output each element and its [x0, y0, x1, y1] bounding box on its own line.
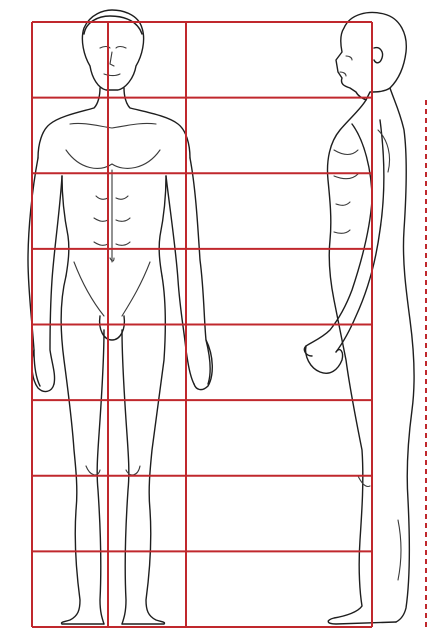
front-right-arm-inner — [166, 176, 194, 384]
front-chest — [66, 150, 160, 168]
front-left-arm-inner — [50, 176, 62, 384]
front-right-leg-inner — [122, 330, 129, 624]
front-view-figure — [28, 10, 212, 624]
front-inguinal — [74, 262, 150, 316]
side-view-details — [334, 56, 401, 580]
side-ear — [374, 48, 383, 63]
side-hand — [306, 346, 343, 373]
front-right-arm-outer — [190, 158, 210, 384]
front-torso-right — [159, 176, 166, 276]
side-abs — [334, 202, 350, 233]
front-abs-left — [94, 196, 108, 245]
side-calf — [398, 520, 401, 580]
front-right-leg-outer — [146, 276, 165, 624]
front-collarbone — [70, 123, 156, 128]
side-face — [340, 56, 352, 76]
front-left-leg-outer — [61, 276, 80, 624]
side-arm-back — [336, 120, 384, 352]
front-view-details — [66, 47, 160, 475]
side-back — [390, 88, 414, 622]
front-knees — [86, 466, 140, 475]
front-abs-right — [116, 196, 130, 245]
front-torso-left — [62, 176, 69, 276]
side-view-figure — [304, 13, 414, 624]
side-front — [328, 100, 397, 624]
side-chest — [334, 150, 358, 179]
front-face — [100, 47, 126, 76]
proportion-grid — [32, 22, 426, 627]
front-left-leg-inner — [97, 330, 104, 624]
front-hair — [84, 16, 142, 34]
side-knee — [358, 476, 370, 487]
